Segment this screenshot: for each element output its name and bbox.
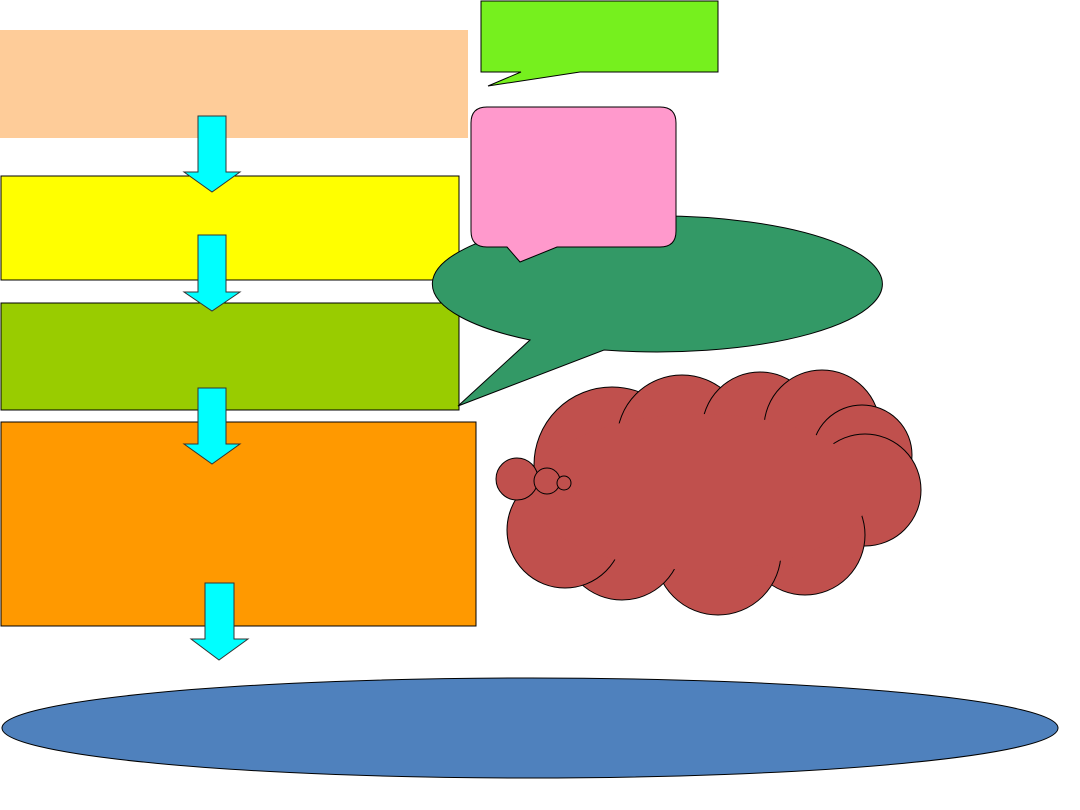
red-cloud-callout: [495, 369, 922, 616]
down-arrow-2: [182, 234, 242, 312]
result-ellipse-shape: [1, 677, 1059, 779]
process-box-4-shape: [0, 421, 477, 627]
red-cloud-callout-shape: [506, 369, 922, 616]
process-box-2: [0, 175, 460, 281]
green-rect-callout: [480, 0, 719, 87]
green-rect-callout-shape: [480, 0, 719, 87]
teal-oval-callout: [431, 215, 883, 407]
process-box-4: [0, 421, 477, 627]
down-arrow-3: [182, 387, 242, 465]
result-ellipse: [1, 677, 1059, 779]
pink-rounded-callout-shape: [470, 106, 677, 263]
process-box-2-shape: [0, 175, 460, 281]
process-box-1: [0, 30, 468, 138]
teal-oval-callout-shape: [431, 215, 883, 407]
pink-rounded-callout: [470, 106, 677, 263]
process-box-3: [0, 302, 460, 411]
process-box-1-shape: [0, 30, 468, 138]
down-arrow-1: [182, 115, 242, 193]
process-box-3-shape: [0, 302, 460, 411]
cloud-thought-bubbles: [495, 457, 572, 501]
down-arrow-4: [189, 582, 250, 661]
